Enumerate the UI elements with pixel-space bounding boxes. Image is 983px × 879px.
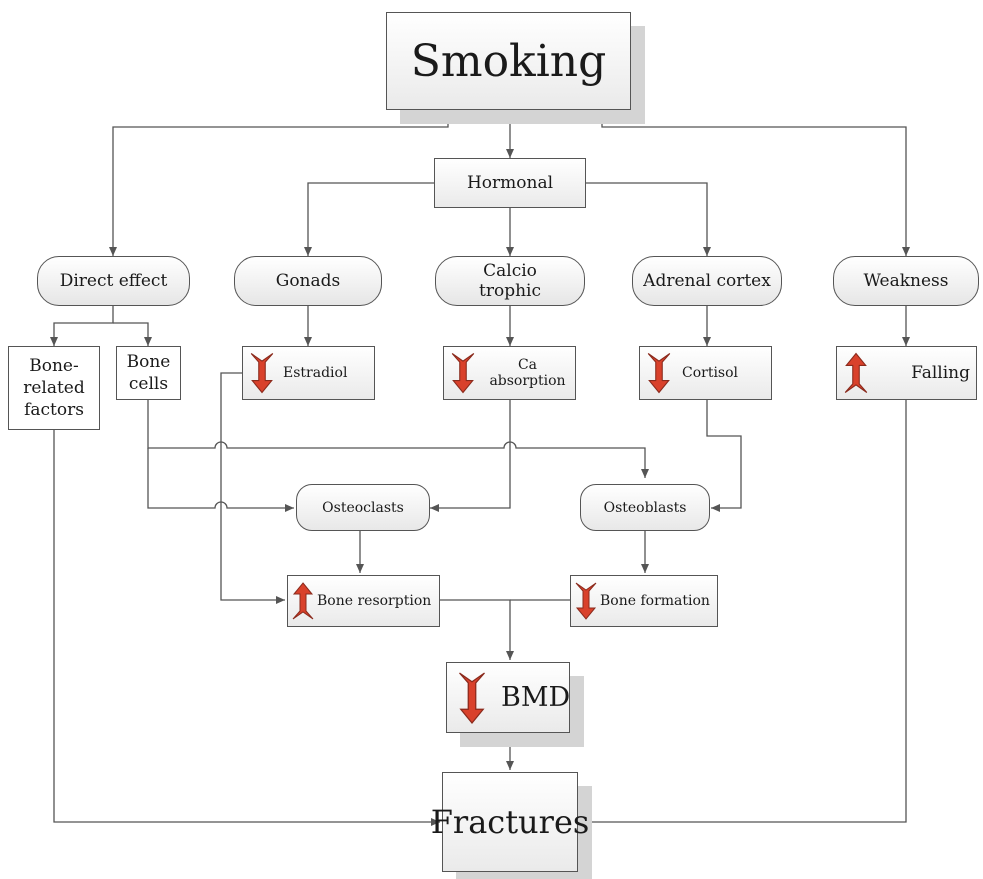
hormonal-box: Hormonal — [434, 158, 586, 208]
smoking-box: Smoking — [386, 12, 631, 110]
osteoclasts-node: Osteoclasts — [296, 484, 430, 531]
falling-label: Falling — [911, 363, 970, 383]
down-arrow-icon — [459, 671, 485, 724]
falling-box: Falling — [836, 346, 977, 400]
calciotrophic-node: Calcio trophic — [435, 256, 585, 306]
up-arrow-icon — [844, 352, 868, 393]
cortisol-label: Cortisol — [682, 365, 739, 381]
direct-effect-label: Direct effect — [59, 271, 168, 291]
smoking-label: Smoking — [410, 35, 607, 87]
ca-absorption-box: Ca absorption — [443, 346, 576, 400]
edge-bonerelated-fractures — [53, 430, 440, 826]
gonads-label: Gonads — [275, 271, 341, 291]
up-arrow-icon — [292, 582, 314, 620]
osteoclasts-label: Osteoclasts — [322, 499, 404, 516]
bone-related-factors-box: Bone- related factors — [8, 346, 100, 430]
bone-related-line3: factors — [24, 400, 84, 421]
down-arrow-icon — [451, 353, 475, 394]
edge-hormonal-adrenal — [586, 182, 711, 256]
estradiol-label: Estradiol — [283, 365, 348, 381]
bone-resorption-box: Bone resorption — [287, 575, 440, 627]
down-arrow-icon — [250, 353, 274, 394]
edge-direct-bonecells — [113, 322, 152, 346]
calciotrophic-label-line1: Calcio — [483, 260, 537, 281]
direct-effect-node: Direct effect — [37, 256, 190, 306]
edge-smoking-direct — [109, 110, 449, 256]
edge-direct-split — [50, 306, 114, 346]
bone-cells-line2: cells — [128, 374, 169, 394]
ca-absorption-label: Ca absorption — [489, 357, 566, 389]
estradiol-box: Estradiol — [242, 346, 375, 400]
bmd-label: BMD — [501, 682, 571, 713]
adrenal-cortex-label: Adrenal cortex — [643, 271, 771, 291]
down-arrow-icon — [575, 582, 597, 620]
bone-cells-line1: Bone — [126, 351, 171, 372]
bmd-box: BMD — [446, 662, 570, 733]
fractures-box: Fractures — [431, 772, 589, 872]
bone-formation-box: Bone formation — [570, 575, 718, 627]
edge-caabs-osteoclasts — [430, 400, 511, 512]
osteoblasts-node: Osteoblasts — [580, 484, 710, 531]
bone-cells-box: Bone cells — [116, 346, 181, 400]
osteoblasts-label: Osteoblasts — [603, 499, 687, 516]
bone-resorption-label: Bone resorption — [317, 593, 432, 609]
calciotrophic-label-line2: trophic — [479, 281, 541, 301]
edge-bonecells-osteoblasts — [147, 400, 649, 478]
weakness-label: Weakness — [863, 271, 949, 291]
hormonal-label: Hormonal — [466, 173, 554, 193]
edge-hormonal-gonads — [304, 182, 434, 256]
weakness-node: Weakness — [833, 256, 979, 306]
edge-resorption-bmd — [440, 599, 514, 660]
edge-cortisol-osteoblasts — [706, 400, 742, 512]
down-arrow-icon — [647, 353, 671, 394]
bone-formation-label: Bone formation — [600, 593, 710, 609]
edge-falling-fractures — [580, 400, 907, 826]
adrenal-cortex-node: Adrenal cortex — [632, 256, 782, 306]
cortisol-box: Cortisol — [639, 346, 772, 400]
fractures-label: Fractures — [430, 803, 590, 841]
bone-related-line2: related — [23, 377, 85, 398]
gonads-node: Gonads — [234, 256, 382, 306]
edge-smoking-weakness — [601, 110, 910, 256]
edge-bonecells-osteoclasts — [147, 448, 294, 512]
bone-related-line1: Bone- — [29, 355, 79, 376]
edge-estradiol-resorption — [220, 372, 285, 604]
